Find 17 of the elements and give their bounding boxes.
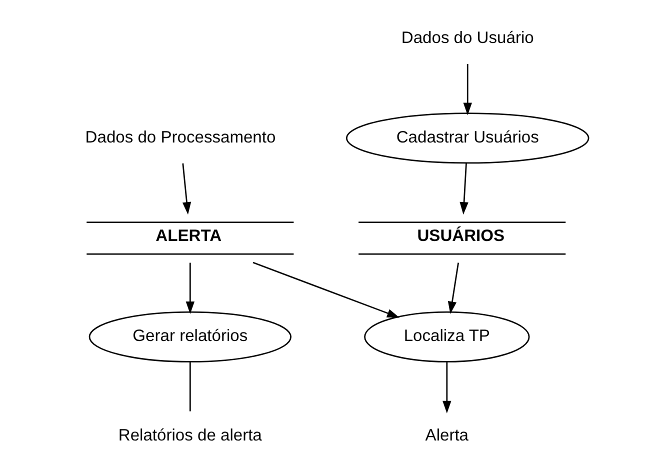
node-text: Relatórios de alerta [118,426,262,445]
node-text: Dados do Processamento [85,127,276,146]
arrow [186,262,195,314]
connector [189,362,191,412]
node-text: Alerta [425,426,469,445]
node-text: USUÁRIOS [417,226,505,246]
arrow [182,163,192,215]
arrow [442,362,452,414]
node-text: ALERTA [156,226,222,246]
node-text: Dados do Usuário [401,28,534,48]
node-ellipse: Cadastrar Usuários [346,112,590,164]
node-ellipse: Gerar relatórios [88,311,292,362]
arrow [252,262,400,318]
arrow [460,163,468,215]
node-ellipse: Localiza TP [364,311,530,362]
arrow [463,64,472,116]
arrow [448,262,460,314]
